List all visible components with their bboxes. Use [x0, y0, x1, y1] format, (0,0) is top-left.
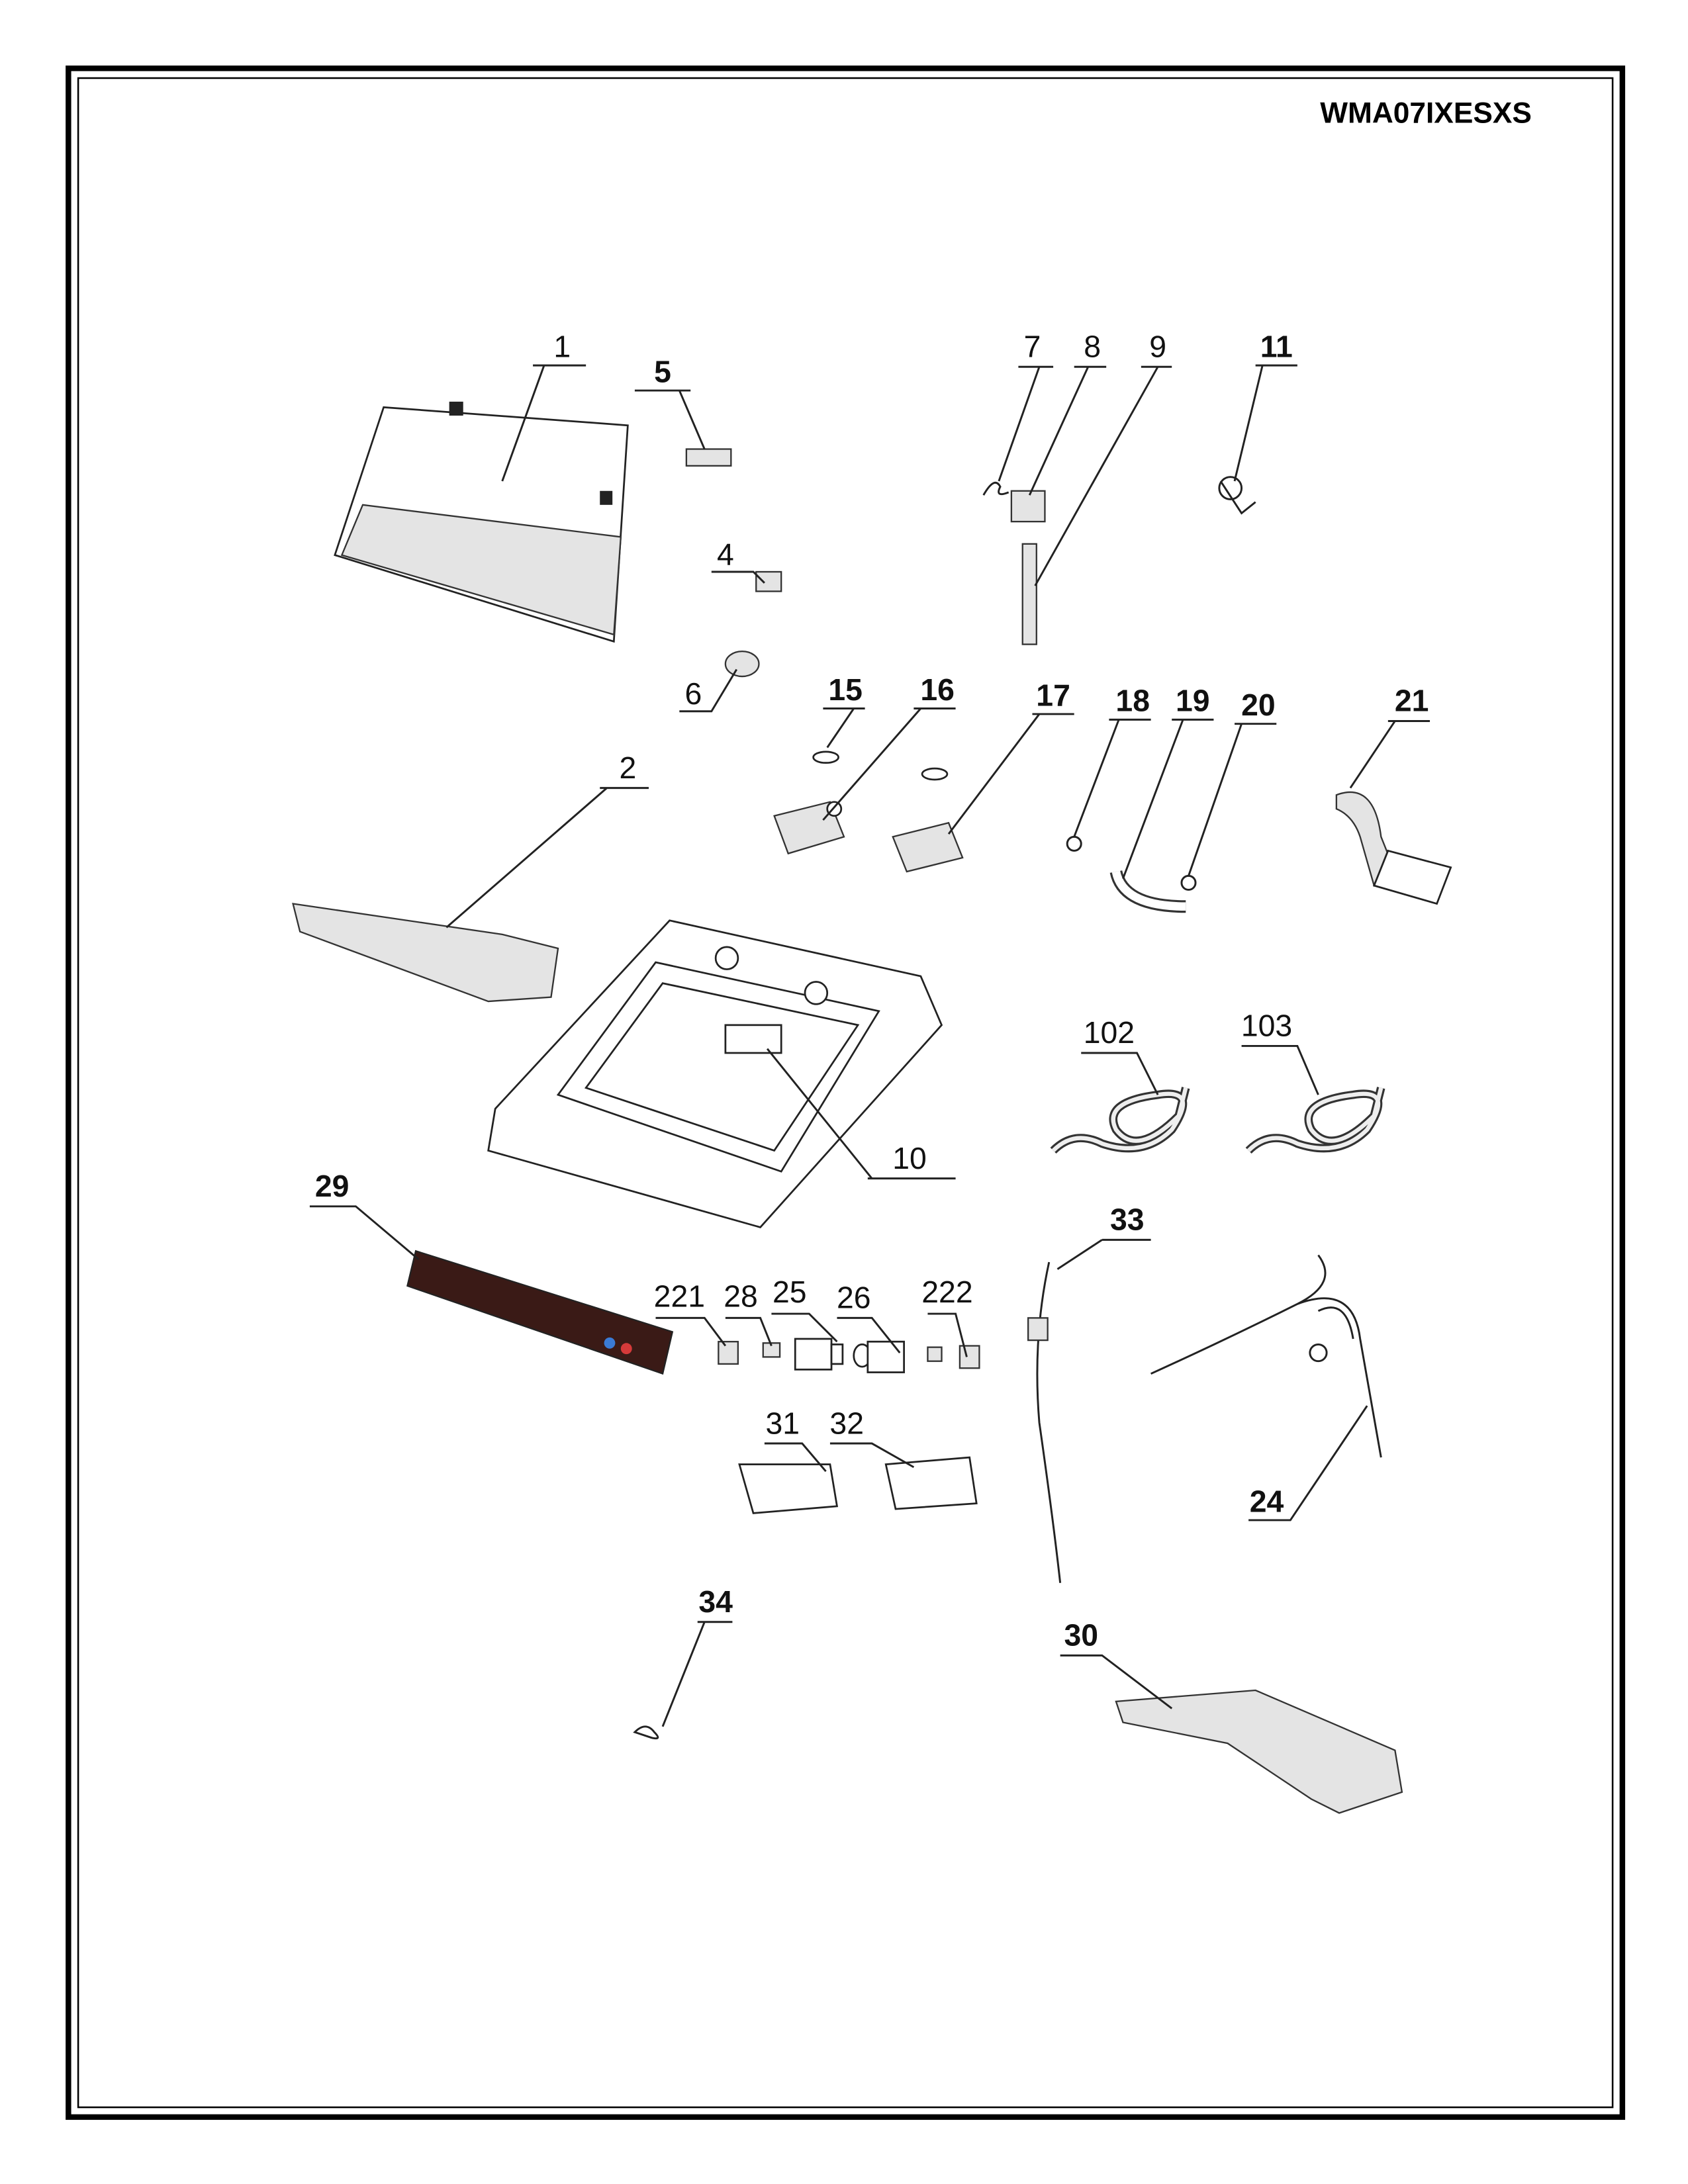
svg-text:17: 17 [1036, 678, 1070, 712]
svg-text:29: 29 [315, 1169, 350, 1203]
label-15: 15 [823, 672, 865, 749]
svg-text:31: 31 [765, 1406, 800, 1440]
svg-text:28: 28 [724, 1279, 758, 1314]
part-26 [853, 1340, 905, 1373]
label-29: 29 [309, 1169, 420, 1261]
part-11-spring [1218, 476, 1256, 515]
part-17-valve [892, 767, 964, 873]
model-number: WMA07IXESXS [1320, 97, 1532, 129]
part-8 [1010, 490, 1046, 523]
part-16-valve [773, 801, 845, 855]
label-20: 20 [1188, 688, 1277, 876]
label-31: 31 [764, 1406, 827, 1473]
label-33: 33 [1056, 1203, 1151, 1270]
part-7-spring [982, 481, 1009, 496]
part-29-control-panel [406, 1250, 674, 1375]
label-28: 28 [724, 1279, 773, 1347]
part-21-drain-pump [1335, 791, 1452, 905]
label-102: 102 [1081, 1015, 1159, 1095]
label-10: 10 [766, 1048, 956, 1180]
outer-frame [66, 66, 1626, 2120]
svg-text:222: 222 [921, 1275, 972, 1309]
svg-text:221: 221 [654, 1279, 705, 1314]
part-102-inlet-hose [1050, 1087, 1190, 1154]
label-25: 25 [771, 1275, 838, 1343]
svg-text:2: 2 [619, 751, 636, 785]
label-30: 30 [1060, 1618, 1173, 1709]
label-222: 222 [921, 1275, 973, 1357]
label-32: 32 [829, 1406, 915, 1469]
svg-text:7: 7 [1024, 329, 1041, 363]
label-26: 26 [837, 1281, 901, 1353]
part-4 [755, 570, 782, 592]
part-222-small [927, 1346, 943, 1362]
svg-text:20: 20 [1241, 688, 1276, 722]
part-15-washer [812, 751, 839, 764]
label-4: 4 [711, 537, 765, 584]
inner-frame [77, 77, 1614, 2109]
svg-text:33: 33 [1110, 1203, 1145, 1237]
part-30-base-plate [1115, 1689, 1403, 1814]
svg-text:4: 4 [717, 537, 734, 571]
svg-text:24: 24 [1250, 1484, 1284, 1518]
svg-text:6: 6 [685, 676, 702, 711]
svg-text:11: 11 [1260, 329, 1293, 363]
label-7: 7 [998, 329, 1054, 482]
svg-text:26: 26 [837, 1281, 871, 1315]
label-24: 24 [1248, 1405, 1368, 1522]
svg-text:103: 103 [1241, 1009, 1292, 1043]
label-1: 1 [501, 329, 586, 482]
part-25 [794, 1338, 844, 1371]
label-17: 17 [947, 678, 1074, 835]
part-34-clip [633, 1725, 659, 1740]
svg-text:1: 1 [553, 329, 571, 363]
svg-text:32: 32 [829, 1406, 864, 1440]
svg-text:102: 102 [1084, 1015, 1135, 1050]
label-5: 5 [634, 354, 706, 450]
part-6 [724, 650, 760, 678]
label-6: 6 [679, 668, 738, 713]
label-9: 9 [1034, 329, 1172, 586]
svg-text:25: 25 [773, 1275, 807, 1309]
label-16: 16 [822, 672, 956, 821]
svg-text:8: 8 [1084, 329, 1101, 363]
svg-text:30: 30 [1064, 1618, 1098, 1653]
part-24-wire-harness [1150, 1254, 1382, 1458]
part-222 [959, 1345, 980, 1369]
part-labels: 1 5 4 6 7 8 9 11 15 16 17 18 19 20 21 2 … [309, 329, 1430, 1727]
part-10-top-cover [487, 919, 943, 1228]
part-221 [718, 1341, 739, 1365]
svg-text:34: 34 [698, 1584, 733, 1619]
part-32-bracket [884, 1456, 978, 1510]
part-20-clamp [1180, 874, 1197, 891]
part-103-inlet-hose [1245, 1087, 1385, 1154]
part-5 [685, 448, 732, 467]
label-34: 34 [661, 1584, 733, 1727]
label-19: 19 [1122, 684, 1214, 880]
label-221: 221 [654, 1279, 727, 1347]
label-21: 21 [1349, 684, 1430, 789]
label-11: 11 [1233, 329, 1297, 482]
part-19-hose [1109, 870, 1186, 913]
label-2: 2 [445, 751, 649, 929]
label-103: 103 [1241, 1009, 1319, 1095]
part-9-rod [1021, 543, 1037, 645]
part-33-tube [1027, 1261, 1062, 1583]
label-8: 8 [1028, 329, 1107, 496]
svg-text:15: 15 [828, 672, 863, 707]
svg-text:16: 16 [920, 672, 955, 707]
part-1-lid [334, 401, 629, 643]
part-2-control-board [292, 903, 559, 1003]
svg-text:9: 9 [1149, 329, 1166, 363]
svg-text:10: 10 [892, 1141, 927, 1175]
part-28 [762, 1342, 781, 1358]
svg-text:5: 5 [654, 354, 671, 388]
part-18-clamp [1066, 835, 1082, 852]
svg-text:19: 19 [1176, 684, 1210, 718]
svg-text:21: 21 [1395, 684, 1429, 718]
label-18: 18 [1073, 684, 1151, 837]
svg-text:18: 18 [1115, 684, 1150, 718]
part-31-bracket [738, 1463, 839, 1514]
